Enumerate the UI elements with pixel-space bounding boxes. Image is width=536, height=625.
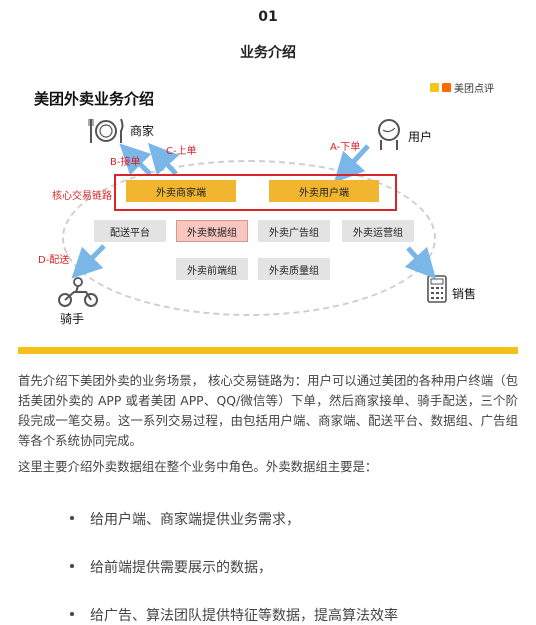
responsibility-list: 给用户端、商家端提供业务需求， 给前端提供需要展示的数据， 给广告、算法团队提供… [70, 495, 398, 625]
brand-mark-icon-2 [442, 83, 451, 92]
actor-merchant: 商家 [130, 124, 155, 138]
module-ops: 外卖运营组 [342, 220, 414, 242]
intro-paragraph: 首先介绍下美团外卖的业务场景， 核心交易链路为：用户可以通过美团的各种用户终端（… [18, 373, 518, 448]
module-delivery: 配送平台 [94, 220, 166, 242]
user-client-box: 外卖用户端 [269, 180, 379, 202]
flow-label-order: A-下单 [330, 142, 361, 153]
arrow-accept [119, 143, 152, 176]
list-item: 给用户端、商家端提供业务需求， [70, 495, 398, 543]
actor-rider: 骑手 [60, 312, 85, 326]
brand-name: 美团点评 [454, 84, 494, 95]
business-diagram: 美团外卖业务介绍 美团点评 商家 用户 骑手 [0, 70, 536, 340]
ecosystem-ellipse [62, 160, 436, 316]
arrow-sales [404, 246, 437, 280]
list-item: 给前端提供需要展示的数据， [70, 543, 398, 591]
brand-mark-icon [430, 83, 439, 92]
arrow-post [147, 142, 180, 176]
arrow-order [333, 144, 370, 184]
restaurant-icon [88, 118, 124, 143]
module-frontend: 外卖前端组 [176, 258, 248, 280]
diagram-title: 美团外卖业务介绍 [34, 90, 155, 108]
flow-label-accept: B-接单 [110, 157, 141, 168]
module-ads: 外卖广告组 [258, 220, 330, 242]
core-chain-label: 核心交易链路 [52, 191, 112, 202]
list-item: 给广告、算法团队提供特征等数据，提高算法效率 [70, 591, 398, 625]
section-title: 业务介绍 [240, 45, 296, 61]
section-divider [18, 347, 518, 354]
actor-sales: 销售 [452, 287, 477, 301]
flow-label-deliver: D-配送 [38, 255, 70, 266]
brand-logo: 美团点评 [430, 80, 494, 95]
flow-label-post: C-上单 [166, 146, 197, 157]
flow-arrows [71, 142, 437, 280]
module-data: 外卖数据组 [176, 220, 248, 242]
calculator-icon [427, 275, 447, 303]
module-quality: 外卖质量组 [258, 258, 330, 280]
section-number: 01 [258, 9, 278, 25]
merchant-client-box: 外卖商家端 [126, 180, 236, 202]
core-chain-box [114, 174, 397, 211]
user-icon [378, 119, 400, 150]
actor-user: 用户 [408, 130, 433, 144]
role-paragraph: 这里主要介绍外卖数据组在整个业务中角色。外卖数据组主要是： [18, 459, 378, 474]
arrow-deliver [71, 244, 106, 279]
